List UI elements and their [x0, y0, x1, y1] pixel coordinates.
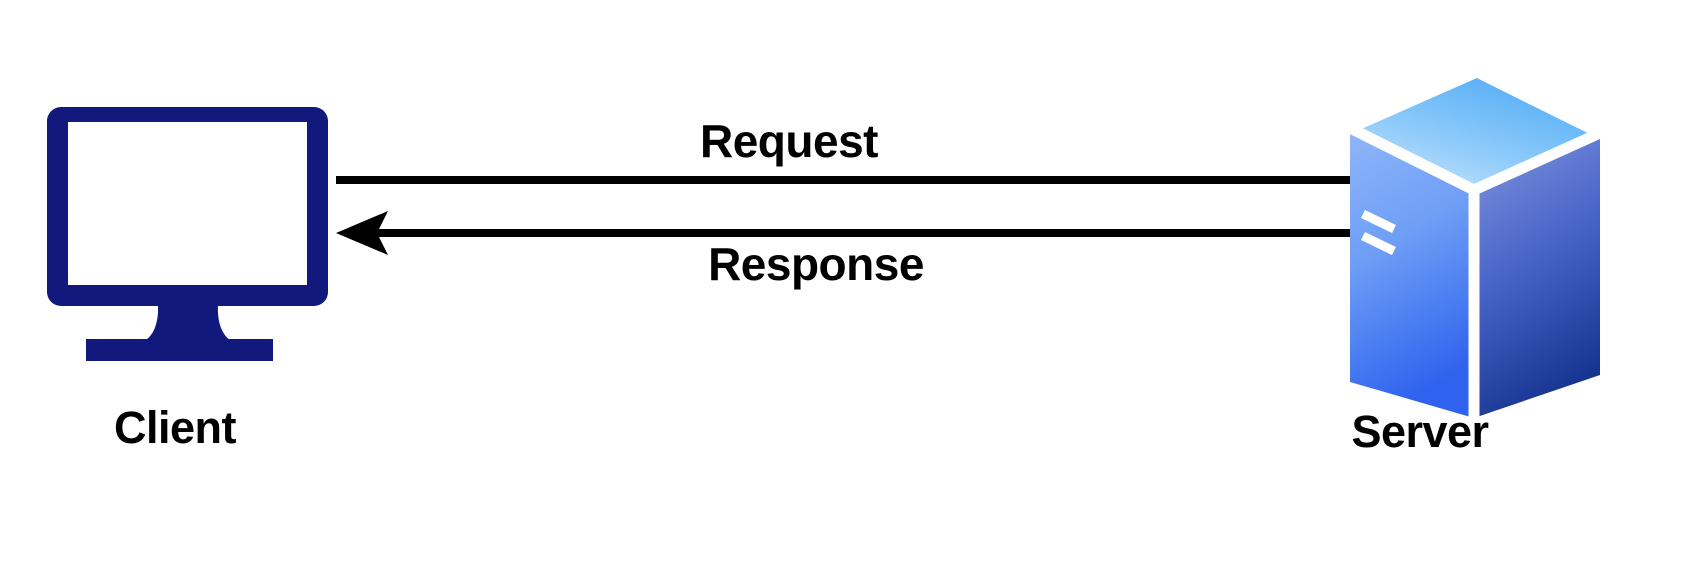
server-node-label: Server [1351, 406, 1489, 457]
server-side-face [1474, 133, 1600, 418]
monitor-base [86, 339, 273, 361]
server-vent-slot-1 [1361, 209, 1396, 234]
response-edge-label: Response [708, 238, 924, 290]
response-arrow [336, 211, 1452, 255]
server-tower-icon [1344, 66, 1606, 418]
monitor-screen [68, 122, 307, 285]
server-front-face [1350, 128, 1474, 418]
server-top-seam [1344, 66, 1606, 196]
response-arrow-head [336, 211, 388, 255]
request-edge-label: Request [700, 115, 878, 167]
request-arrow [336, 159, 1448, 201]
client-node-label: Client [113, 402, 237, 453]
monitor-neck [146, 306, 230, 340]
server-vent-slot-2 [1361, 231, 1396, 256]
desktop-monitor-icon [47, 107, 328, 361]
